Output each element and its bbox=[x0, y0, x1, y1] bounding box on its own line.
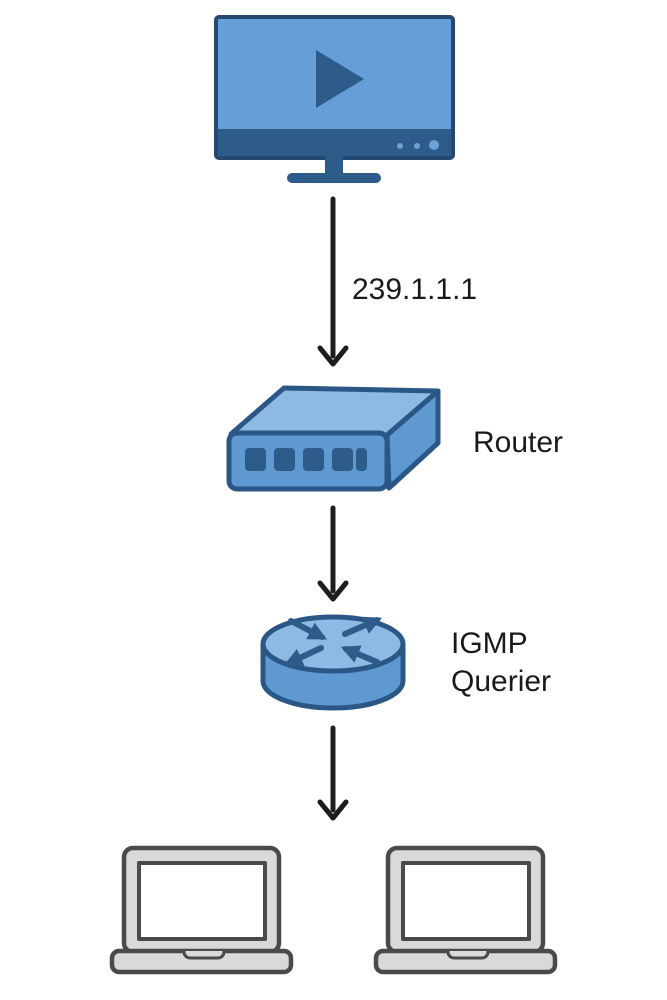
play-icon bbox=[316, 50, 364, 108]
laptop-icon-left bbox=[109, 845, 294, 975]
arrow-querier-to-receivers bbox=[317, 725, 349, 821]
router-ports bbox=[245, 448, 367, 471]
video-player-icon bbox=[214, 15, 455, 183]
router-icon bbox=[226, 385, 441, 492]
router-label: Router bbox=[473, 426, 564, 459]
laptop-icon-right bbox=[373, 845, 558, 975]
routing-arrows bbox=[283, 616, 383, 666]
arrow-router-to-querier bbox=[317, 505, 349, 602]
multicast-address-label: 239.1.1.1 bbox=[352, 273, 478, 306]
arrow-source-to-router bbox=[317, 196, 349, 367]
igmp-querier-icon bbox=[260, 614, 406, 711]
monitor-indicator-dots bbox=[397, 140, 439, 150]
igmp-querier-label: IGMP Querier bbox=[451, 627, 552, 698]
